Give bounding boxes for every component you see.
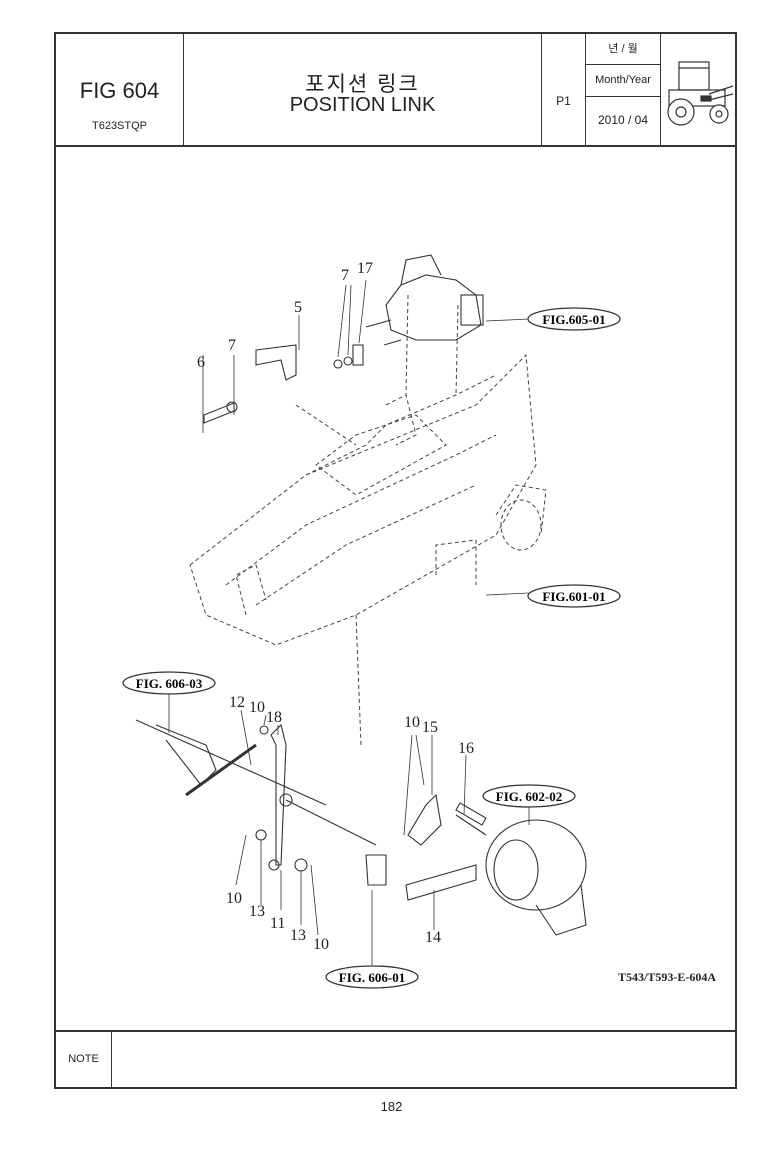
part-number: 17 [357, 260, 373, 277]
drawing-code: T543/T593-E-604A [618, 970, 716, 984]
leader-lines [168, 279, 530, 965]
part-number: 18 [266, 709, 282, 726]
exploded-parts-diagram: 17 7 5 7 6 12 10 18 10 15 16 10 13 11 13… [122, 254, 716, 989]
header-table: FIG 604 T623STQP 포지션 링크 POSITION LINK P1… [56, 34, 735, 147]
catalog-page-frame: FIG 604 T623STQP 포지션 링크 POSITION LINK P1… [54, 32, 737, 1089]
page-code-cell: P1 [542, 34, 586, 145]
ref-fig-605-01[interactable]: FIG.605-01 [527, 307, 621, 331]
part-number: 5 [294, 299, 302, 316]
ref-label: FIG. 606-03 [136, 676, 203, 691]
transmission-housing-drawing [189, 294, 547, 746]
part-number: 10 [226, 890, 242, 907]
date-value: 2010 / 04 [597, 113, 649, 127]
date-label-korean: 년 / 월 [586, 34, 660, 65]
valve-block-drawing [365, 254, 484, 346]
title-cell: 포지션 링크 POSITION LINK [184, 34, 542, 145]
ref-fig-602-02[interactable]: FIG. 602-02 [482, 784, 576, 808]
part-number: 10 [404, 714, 420, 731]
note-row: NOTE [56, 1030, 735, 1087]
part-number: 12 [229, 694, 245, 711]
part-number: 16 [458, 740, 474, 757]
page-code: P1 [556, 94, 571, 108]
part-number: 15 [422, 719, 438, 736]
model-code: T623STQP [91, 120, 148, 132]
hydraulic-cylinder-drawing [485, 819, 587, 936]
date-label-english: Month/Year [586, 64, 660, 97]
part-number: 7 [341, 267, 349, 284]
fig-number: FIG 604 [79, 78, 160, 103]
part-number: 6 [197, 354, 205, 371]
tractor-icon [667, 61, 734, 126]
date-cell: 년 / 월 Month/Year 2010 / 04 [586, 34, 661, 145]
part-number: 13 [249, 903, 265, 920]
ref-fig-606-01[interactable]: FIG. 606-01 [325, 965, 419, 989]
ref-label: FIG.601-01 [542, 589, 605, 604]
part-number: 10 [313, 936, 329, 953]
note-label: NOTE [56, 1032, 112, 1087]
upper-bracket-drawing [203, 344, 364, 424]
title-korean: 포지션 링크 [305, 73, 420, 96]
ref-fig-601-01[interactable]: FIG.601-01 [527, 584, 621, 608]
ref-label: FIG.605-01 [542, 312, 605, 327]
part-number-labels: 17 7 5 7 6 12 10 18 10 15 16 10 13 11 13… [197, 260, 474, 953]
part-number: 10 [249, 699, 265, 716]
figure-reference-callouts: FIG.605-01 FIG.601-01 FIG. 606-03 FIG. 6… [122, 307, 621, 989]
part-number: 7 [228, 337, 236, 354]
lever-linkage-drawing [135, 719, 487, 901]
ref-fig-606-03[interactable]: FIG. 606-03 [122, 671, 216, 695]
title-english: POSITION LINK [289, 94, 436, 116]
ref-label: FIG. 602-02 [496, 789, 562, 804]
part-number: 14 [425, 929, 441, 946]
part-number: 11 [270, 915, 285, 932]
ref-label: FIG. 606-01 [339, 970, 405, 985]
fig-number-cell: FIG 604 T623STQP [56, 34, 184, 145]
thumbnail-cell [661, 34, 737, 145]
page-number: 182 [380, 1099, 403, 1114]
part-number: 13 [290, 927, 306, 944]
